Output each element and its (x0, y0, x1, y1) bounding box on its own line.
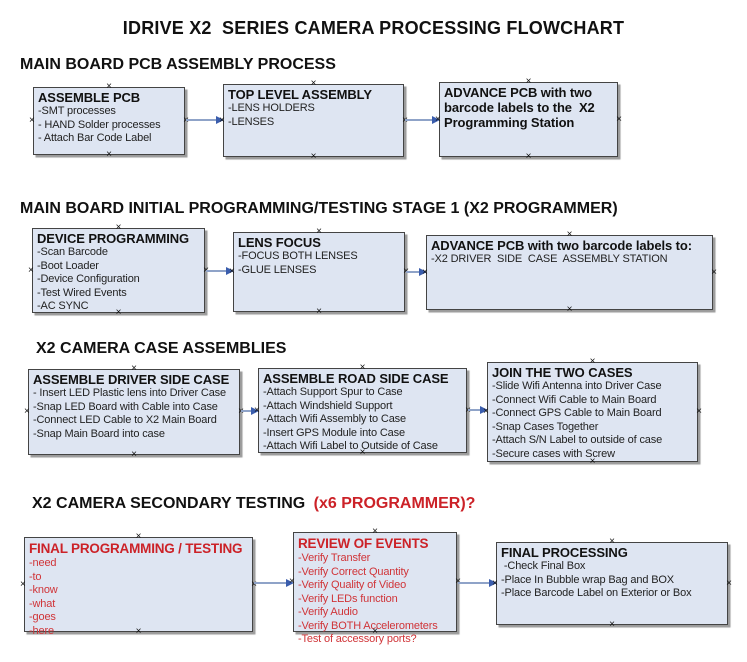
box-item: -what (29, 597, 56, 610)
box-item: -GLUE LENSES (238, 263, 317, 276)
box-title: REVIEW OF EVENTS (298, 536, 429, 551)
anchor-handle-icon: × (106, 149, 112, 160)
flow-arrow-right (254, 578, 294, 587)
box-item: -Verify LEDs function (298, 592, 398, 605)
box-title: LENS FOCUS (238, 235, 321, 250)
flow-arrow-right (405, 115, 440, 124)
flow-box-assemble-driver-side-case: × × × × ASSEMBLE DRIVER SIDE CASE - Inse… (24, 364, 244, 460)
anchor-handle-icon: × (525, 151, 532, 162)
box-item: -need (29, 557, 57, 569)
box-item: -AC SYNC (37, 300, 89, 312)
box-item: -Connect GPS Cable to Main Board (492, 407, 662, 419)
anchor-handle-icon: × (566, 304, 573, 315)
box-title: ADVANCE PCB with two barcode labels to: (431, 238, 692, 253)
flow-box-top-level-assembly: × × × × TOP LEVEL ASSEMBLY -LENS HOLDERS… (219, 79, 408, 162)
section-heading-pcb-assembly: MAIN BOARD PCB ASSEMBLY PROCESS (20, 56, 336, 73)
box-title: ASSEMBLE DRIVER SIDE CASE (33, 372, 230, 387)
box-item: -Place Barcode Label on Exterior or Box (501, 587, 692, 599)
flow-arrow-right (241, 406, 259, 415)
box-title: DEVICE PROGRAMMING (37, 231, 190, 246)
box-item: -Scan Barcode (37, 246, 108, 258)
box-item: -Attach Windshield Support (263, 399, 393, 412)
box-item: - Insert LED Plastic lens into Driver Ca… (33, 387, 226, 399)
flow-arrow-right (206, 266, 234, 275)
box-item: -Device Configuration (37, 273, 140, 285)
box-item: -X2 DRIVER SIDE CASE ASSEMBLY STATION (431, 253, 668, 265)
box-title: ADVANCE PCB with two barcode labels to t… (444, 85, 599, 130)
box-item: -Secure cases with Screw (492, 447, 615, 460)
flow-arrow-right (406, 267, 427, 276)
box-item: -Verify Transfer (298, 552, 371, 564)
flow-box-assemble-pcb: × × × × ASSEMBLE PCB -SMT processes - HA… (29, 82, 189, 160)
anchor-handle-icon: × (310, 151, 317, 162)
flow-box-final-programming-testing: × × × × FINAL PROGRAMMING / TESTING -nee… (20, 532, 257, 637)
anchor-handle-icon: × (711, 266, 717, 278)
box-item: -Boot Loader (37, 259, 99, 272)
box-item: -Snap LED Board with Cable into Case (33, 400, 218, 413)
box-item: -know (29, 584, 58, 596)
box-item: -Place In Bubble wrap Bag and BOX (501, 573, 674, 586)
box-item: -Snap Cases Together (492, 420, 599, 433)
section-heading-initial-programming: MAIN BOARD INITIAL PROGRAMMING/TESTING S… (20, 200, 618, 217)
box-item: -Slide Wifi Antenna into Driver Case (492, 380, 662, 392)
box-item: - HAND Solder processes (38, 118, 161, 131)
box-item: -Verify Correct Quantity (298, 565, 409, 578)
flow-box-advance-pcb-programming-station: × × × × ADVANCE PCB with two barcode lab… (435, 77, 622, 162)
anchor-handle-icon: × (616, 113, 622, 125)
anchor-handle-icon: × (28, 264, 34, 276)
anchor-handle-icon: × (316, 306, 322, 317)
box-item: -Verify Audio (298, 606, 358, 618)
anchor-handle-icon: × (131, 449, 137, 460)
anchor-handle-icon: × (20, 578, 26, 590)
flow-box-assemble-road-side-case: × × × × ASSEMBLE ROAD SIDE CASE -Attach … (254, 363, 471, 458)
box-item: -Attach Wifi Label to Outside of Case (263, 440, 438, 452)
box-item: - Attach Bar Code Label (38, 132, 152, 144)
box-title: ASSEMBLE ROAD SIDE CASE (263, 371, 449, 386)
box-item: -here (29, 624, 54, 637)
flow-arrow-right (468, 405, 488, 414)
box-item: -Connect Wifi Cable to Main Board (492, 393, 657, 406)
box-item: -Insert GPS Module into Case (263, 426, 405, 439)
flow-box-final-processing: × × × × FINAL PROCESSING -Check Final Bo… (492, 537, 732, 630)
section-heading-red-part: (x6 PROGRAMMER)? (313, 495, 476, 512)
flow-box-review-of-events: × × × × REVIEW OF EVENTS -Verify Transfe… (289, 527, 461, 646)
box-item: -Snap Main Board into case (33, 427, 165, 440)
flow-box-advance-pcb-driver-side: × × × × ADVANCE PCB with two barcode lab… (422, 230, 717, 315)
box-item: -to (29, 570, 42, 583)
box-item: -FOCUS BOTH LENSES (238, 250, 358, 262)
box-title: ASSEMBLE PCB (38, 90, 141, 105)
box-title: TOP LEVEL ASSEMBLY (228, 87, 372, 102)
flow-box-join-the-two-cases: × × × × JOIN THE TWO CASES -Slide Wifi A… (483, 357, 702, 467)
anchor-handle-icon: × (726, 577, 732, 589)
box-item: -LENSES (228, 115, 275, 128)
section-heading-black-part: X2 CAMERA SECONDARY TESTING (32, 495, 310, 512)
box-item: -Verify BOTH Accelerometers (298, 619, 438, 632)
box-title: FINAL PROGRAMMING / TESTING (29, 541, 243, 556)
box-item: -Test of accessory ports? (298, 633, 417, 645)
box-item: -Verify Quality of Video (298, 579, 407, 591)
box-item: -Attach S/N Label to outside of case (492, 434, 663, 446)
page-title: IDRIVE X2 SERIES CAMERA PROCESSING FLOWC… (122, 18, 625, 38)
anchor-handle-icon: × (609, 619, 615, 630)
box-title: FINAL PROCESSING (501, 545, 628, 560)
box-title: JOIN THE TWO CASES (492, 365, 633, 380)
box-item: -Check Final Box (501, 560, 586, 572)
flow-box-lens-focus: × × × × LENS FOCUS -FOCUS BOTH LENSES -G… (229, 227, 409, 317)
box-item: -Attach Support Spur to Case (263, 386, 403, 398)
box-item: -Attach Wifi Assembly to Case (263, 413, 406, 425)
flow-arrow-right (458, 578, 497, 587)
flow-box-device-programming: × × × × DEVICE PROGRAMMING -Scan Barcode… (28, 223, 209, 318)
box-item: -Connect LED Cable to X2 Main Board (33, 414, 217, 426)
anchor-handle-icon: × (29, 115, 35, 126)
box-item: -goes (29, 611, 56, 623)
section-heading-secondary-testing: X2 CAMERA SECONDARY TESTING (x6 PROGRAMM… (32, 495, 475, 513)
flow-arrow-right (186, 115, 224, 124)
box-item: -Test Wired Events (37, 286, 127, 299)
anchor-handle-icon: × (24, 406, 30, 417)
section-heading-case-assemblies: X2 CAMERA CASE ASSEMBLIES (36, 340, 287, 357)
box-item: -SMT processes (38, 105, 116, 117)
box-item: -LENS HOLDERS (228, 102, 315, 114)
anchor-handle-icon: × (696, 406, 702, 417)
